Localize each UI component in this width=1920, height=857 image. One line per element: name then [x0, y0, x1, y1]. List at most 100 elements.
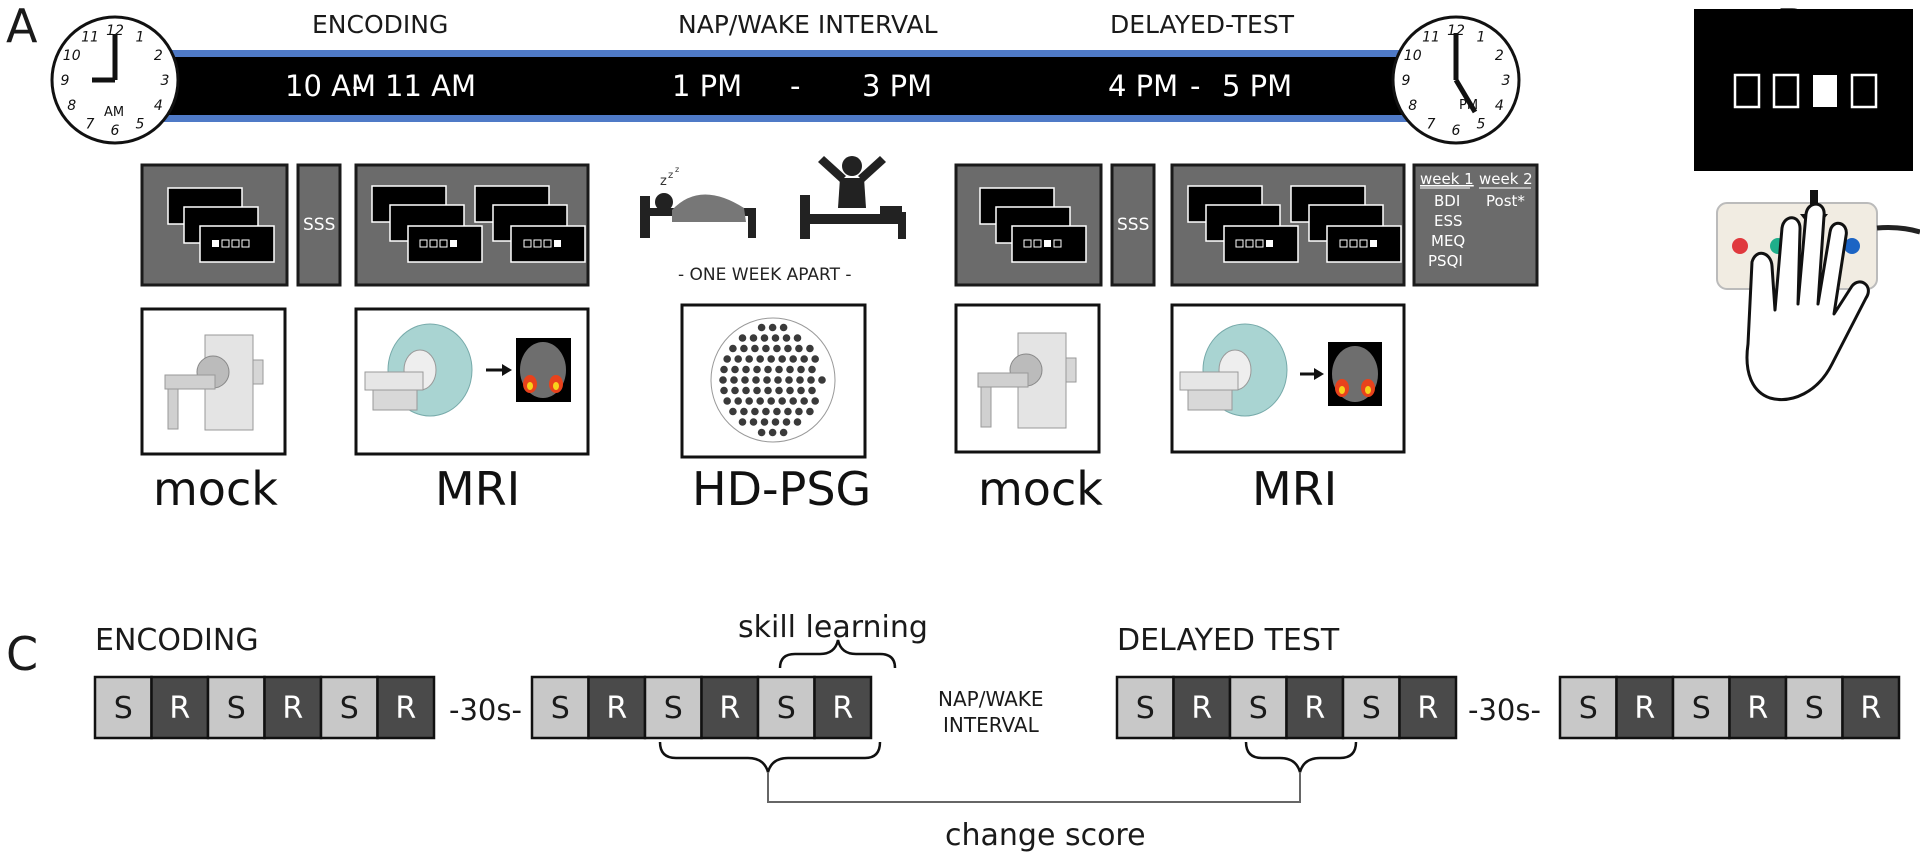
eeg-electrode-76 — [793, 418, 802, 426]
eeg-electrode-7 — [782, 334, 791, 342]
eeg-electrode-35 — [719, 376, 727, 384]
study-block-label: S — [777, 691, 796, 726]
eeg-electrode-10 — [740, 344, 748, 353]
eeg-electrode-26 — [720, 365, 728, 374]
eeg-electrode-75 — [782, 418, 791, 426]
eeg-electrode-22 — [778, 355, 786, 363]
rest-block — [813, 675, 873, 740]
eeg-electrode-18 — [734, 355, 742, 363]
sss-label-1: SSS — [303, 215, 335, 235]
eeg-electrode-33 — [797, 365, 805, 374]
time-nap-start: 1 PM — [672, 69, 742, 103]
hdpsg-box — [680, 303, 867, 459]
rest-block-label: R — [169, 691, 190, 726]
rest-block-label: R — [1304, 691, 1325, 726]
eeg-electrode-30 — [764, 365, 772, 374]
heading-delayed-test: DELAYED-TEST — [1110, 10, 1295, 39]
clock-numeral-3: 3 — [1502, 73, 1511, 89]
sss-box-1: SSS — [296, 163, 342, 287]
rest-block-label: R — [1191, 691, 1212, 726]
week1-item-meq: MEQ — [1431, 232, 1465, 250]
interval-label-line1: NAP/WAKE — [938, 687, 1044, 711]
week2-header: week 2 — [1479, 170, 1533, 188]
clock-numeral-3: 3 — [161, 73, 170, 89]
svg-text:z: z — [675, 165, 679, 174]
study-block — [1784, 675, 1844, 740]
clock-numeral-2: 2 — [1495, 48, 1504, 64]
time-nap-sep: - — [790, 69, 800, 103]
study-block — [1115, 675, 1175, 740]
panel-a-letter: A — [6, 0, 38, 53]
eeg-electrode-63 — [729, 407, 737, 416]
gap-label-1: -30s- — [449, 693, 522, 727]
eeg-electrode-17 — [723, 355, 731, 363]
eeg-electrode-49 — [764, 386, 772, 395]
clock-numeral-5: 5 — [136, 116, 145, 132]
rest-block — [150, 675, 210, 740]
eeg-electrode-25 — [811, 355, 819, 363]
study-block-label: S — [1805, 691, 1824, 726]
eeg-electrode-6 — [771, 334, 780, 342]
study-block-label: S — [114, 691, 133, 726]
mock-scanner-box-1 — [140, 307, 287, 456]
eeg-electrode-cap-icon — [710, 317, 836, 443]
eeg-electrode-14 — [784, 344, 792, 353]
eeg-electrode-23 — [789, 355, 797, 363]
svg-text:z: z — [660, 174, 667, 189]
eeg-electrode-3 — [738, 334, 747, 342]
delayed-test-label: DELAYED TEST — [1117, 623, 1340, 658]
study-block — [319, 675, 379, 740]
study-block-label: S — [551, 691, 570, 726]
time-test-end: 5 PM — [1222, 69, 1292, 103]
eeg-electrode-78 — [768, 428, 777, 437]
interval-label-line2: INTERVAL — [943, 713, 1040, 737]
response-button-1 — [1732, 238, 1748, 254]
time-nap-end: 3 PM — [862, 69, 932, 103]
rest-block — [1728, 675, 1788, 740]
rest-block-label: R — [1747, 691, 1768, 726]
questionnaire-box: week 1 BDI ESS MEQ PSQI week 2 Post* — [1412, 163, 1539, 287]
eeg-electrode-55 — [734, 397, 742, 405]
eeg-electrode-56 — [745, 397, 753, 405]
svg-text:z: z — [668, 170, 673, 181]
eeg-electrode-28 — [742, 365, 750, 374]
skill-learning-label: skill learning — [738, 610, 928, 645]
study-block-label: S — [1136, 691, 1155, 726]
clock-numeral-9: 9 — [1402, 73, 1411, 89]
stimulus-screens-icon — [167, 187, 275, 263]
time-encoding-end: 11 AM — [385, 69, 476, 103]
eeg-electrode-20 — [756, 355, 764, 363]
eeg-electrode-62 — [811, 397, 819, 405]
encoding-brace — [658, 741, 882, 777]
eeg-electrode-77 — [757, 428, 766, 437]
week1-item-bdi: BDI — [1434, 192, 1460, 210]
rest-block-label: R — [606, 691, 627, 726]
mri-box-2 — [1170, 303, 1406, 454]
eeg-electrode-16 — [806, 344, 814, 353]
clock-numeral-12: 12 — [106, 23, 124, 39]
rest-block — [376, 675, 436, 740]
eeg-electrode-36 — [730, 376, 738, 384]
eeg-electrode-51 — [786, 386, 794, 395]
rest-block — [263, 675, 323, 740]
eeg-electrode-29 — [753, 365, 761, 374]
sss-label-2: SSS — [1117, 215, 1149, 235]
label-mri-1: MRI — [435, 462, 520, 516]
clock-numeral-8: 8 — [1408, 98, 1417, 114]
encoding-practice-box — [140, 163, 289, 287]
eeg-electrode-40 — [774, 376, 782, 384]
heading-encoding: ENCODING — [312, 10, 448, 39]
encoding-label: ENCODING — [95, 623, 259, 658]
clock-numeral-10: 10 — [63, 48, 81, 64]
waking-person-icon — [800, 156, 906, 239]
eeg-electrode-45 — [720, 386, 728, 395]
eeg-electrode-72 — [749, 418, 758, 426]
eeg-electrode-64 — [740, 407, 748, 416]
panel-c-letter: C — [6, 627, 38, 681]
study-block — [93, 675, 153, 740]
rest-block — [587, 675, 647, 740]
eeg-electrode-37 — [741, 376, 749, 384]
rest-block-label: R — [282, 691, 303, 726]
clock-numeral-5: 5 — [1477, 116, 1486, 132]
